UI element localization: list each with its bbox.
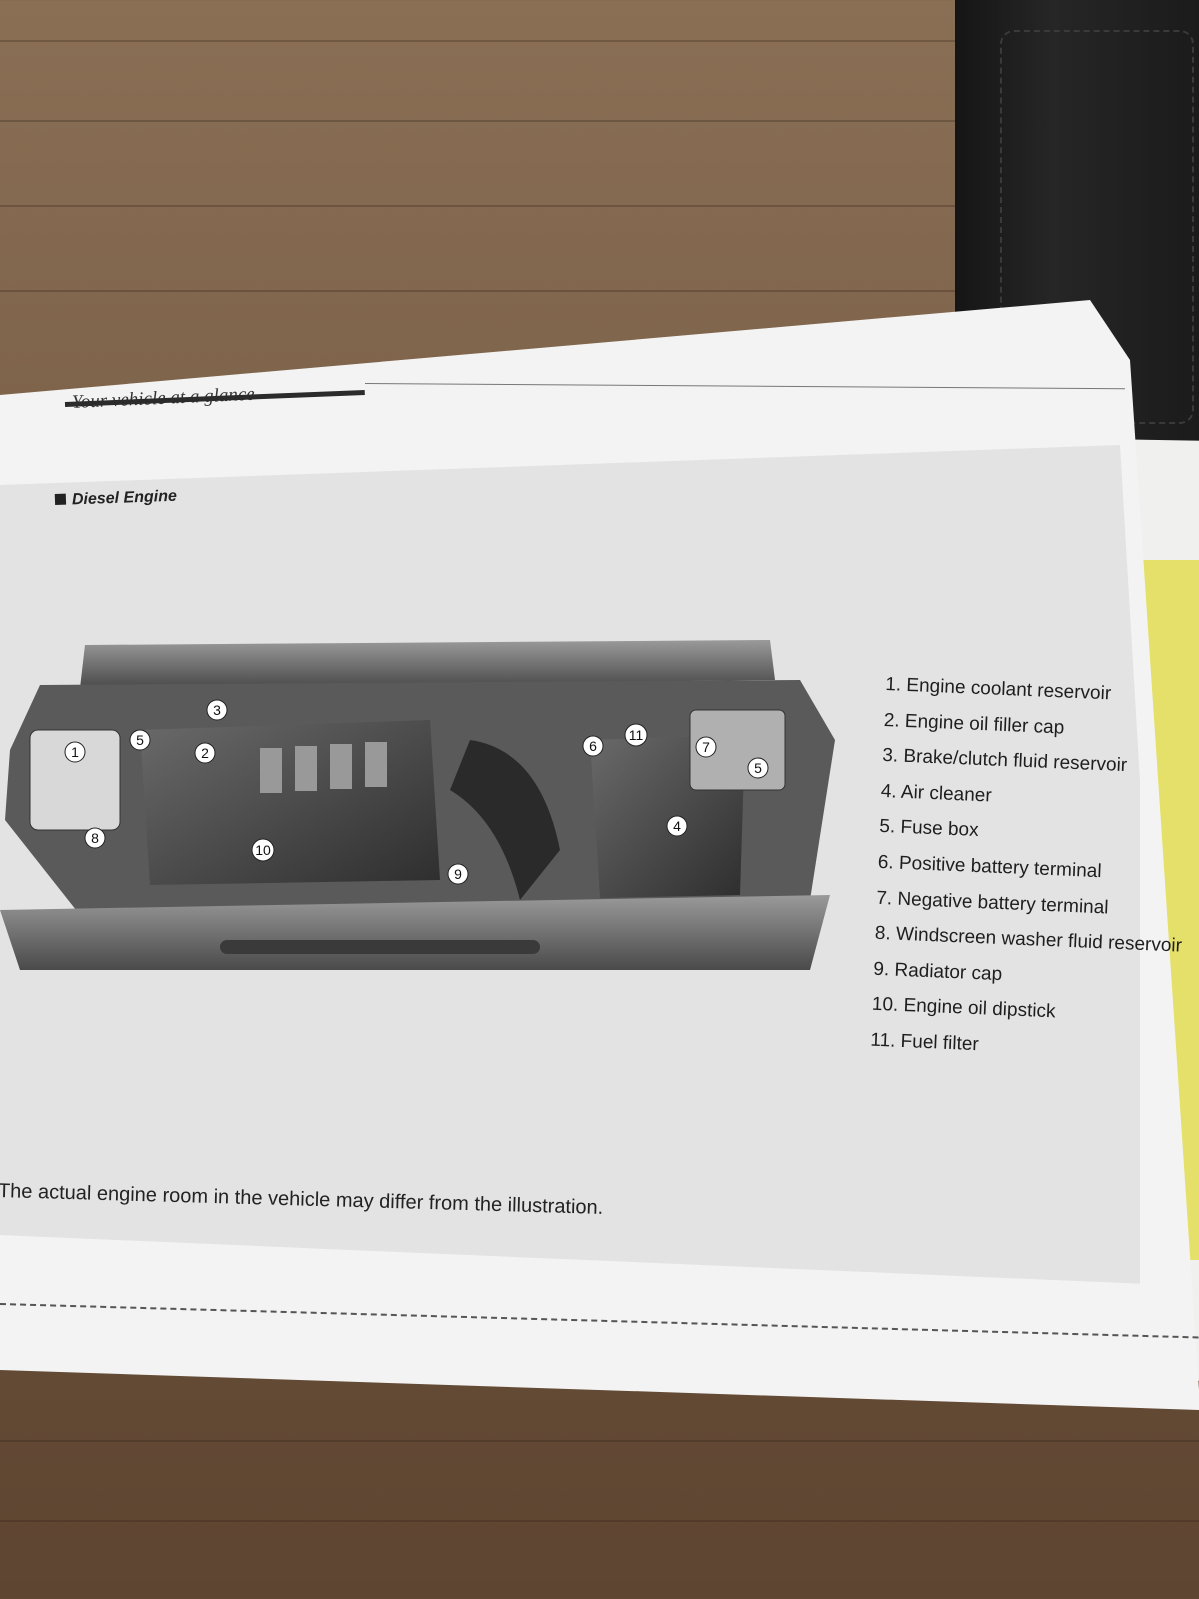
wood-grain (0, 40, 1199, 42)
coolant-reservoir (29, 729, 121, 831)
callout-7: 7 (695, 736, 717, 758)
wood-grain (0, 120, 1199, 122)
svg-text:10: 10 (255, 842, 271, 858)
hood-lip (80, 640, 775, 688)
svg-text:5: 5 (136, 732, 144, 748)
svg-text:3: 3 (213, 702, 221, 718)
front-bumper (0, 895, 830, 970)
callout-4: 4 (666, 815, 688, 837)
cover-rib (295, 746, 317, 791)
callout-3: 3 (206, 699, 228, 721)
svg-text:2: 2 (201, 745, 209, 761)
callout-10: 10 (251, 838, 275, 862)
callout-6: 6 (582, 735, 604, 757)
wood-grain (0, 290, 1199, 292)
svg-text:8: 8 (91, 830, 99, 846)
svg-text:9: 9 (454, 866, 462, 882)
engine-illustration: 1 2 3 4 5 5 6 7 8 9 10 11 (0, 640, 835, 970)
callout-5-right: 5 (747, 757, 769, 779)
wood-grain (0, 1520, 1199, 1522)
svg-text:6: 6 (589, 738, 597, 754)
grille-slot (220, 940, 540, 954)
intake-hose (450, 740, 560, 900)
callout-5-left: 5 (129, 729, 151, 751)
callout-2: 2 (194, 742, 216, 764)
bullet-square (54, 493, 67, 505)
svg-text:7: 7 (702, 739, 710, 755)
svg-text:4: 4 (673, 818, 681, 834)
svg-text:11: 11 (629, 727, 644, 743)
cover-rib (330, 744, 352, 789)
wood-grain (0, 205, 1199, 207)
section-title-text: Diesel Engine (71, 487, 178, 509)
engine-cover (140, 720, 440, 885)
callout-8: 8 (84, 827, 106, 849)
cover-rib (365, 742, 387, 787)
parts-legend: 1. Engine coolant reservoir 2. Engine oi… (870, 668, 1186, 1072)
callout-1: 1 (64, 741, 86, 763)
wood-grain (0, 1440, 1199, 1442)
svg-text:5: 5 (754, 760, 762, 776)
svg-text:1: 1 (71, 744, 79, 760)
callout-11: 11 (624, 723, 648, 747)
cover-rib (260, 748, 282, 793)
callout-9: 9 (447, 863, 469, 885)
